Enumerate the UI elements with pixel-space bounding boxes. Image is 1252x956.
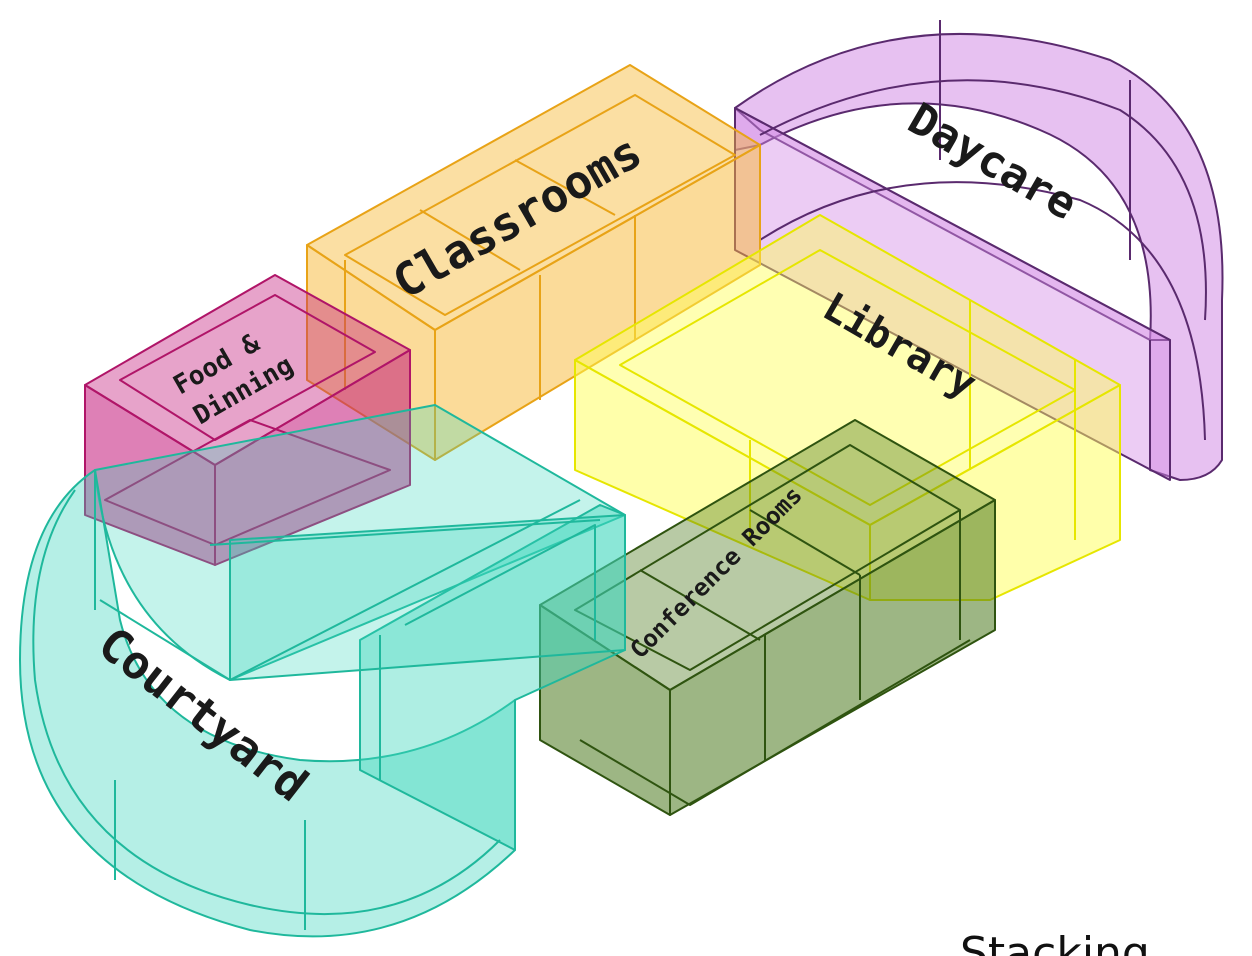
courtyard-block xyxy=(19,404,626,938)
diagram-caption: Stacking xyxy=(960,928,1150,956)
conference-rooms-block xyxy=(539,419,996,816)
food-dinning-block xyxy=(84,274,411,566)
